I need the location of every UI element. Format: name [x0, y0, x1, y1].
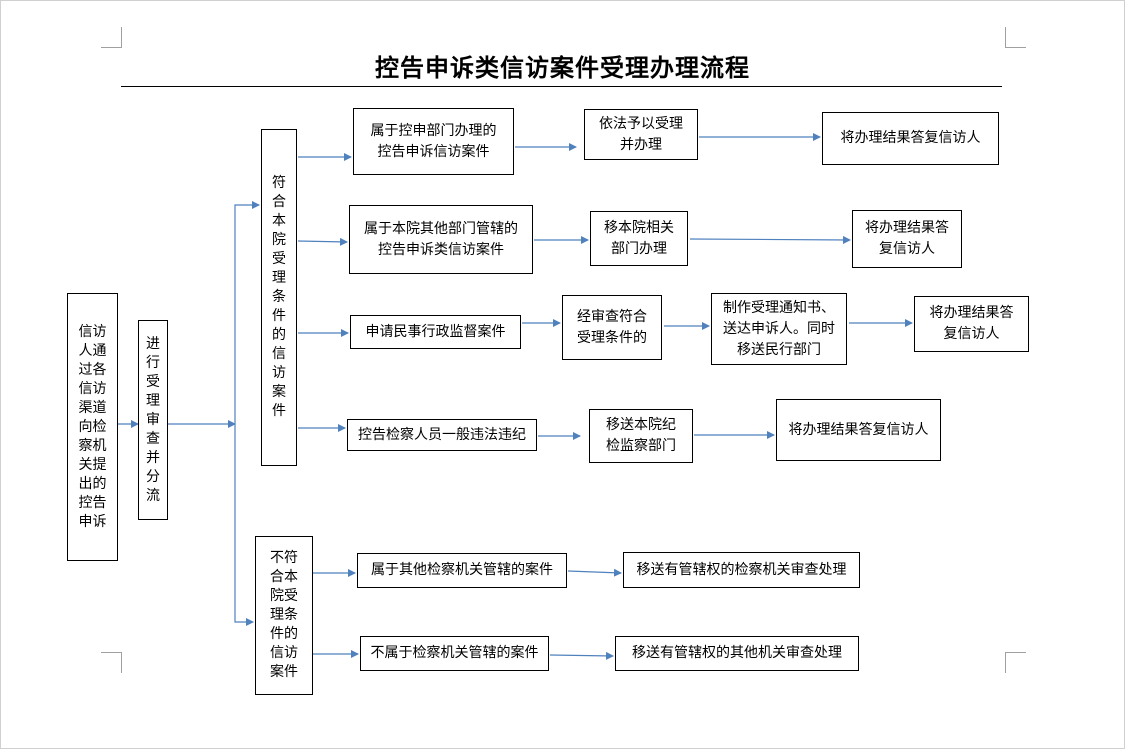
- petitioner-box: 信访 人通 过各 信访 渠道 向检 察机 关提 出的 控告 申诉: [67, 293, 118, 561]
- arrow-split-to-reject: [234, 424, 254, 626]
- crop-mark-bottom-right: [1005, 652, 1026, 673]
- r1-result-label: 将办理结果答复信访人: [840, 130, 981, 146]
- r1-case-box: 属于控申部门办理的 控告申诉信访案件: [353, 108, 514, 175]
- reject-label: 不符 合本 院受 理条 件的 信访 案件: [270, 550, 298, 680]
- r1-action-label: 依法予以受理 并办理: [599, 115, 683, 153]
- r6-action-box: 移送有管辖权的其他机关审查处理: [615, 636, 859, 671]
- r2-result-box: 将办理结果答 复信访人: [852, 210, 962, 268]
- r1-result-box: 将办理结果答复信访人: [822, 112, 999, 165]
- r3-result-label: 将办理结果答 复信访人: [929, 305, 1014, 342]
- r5-case-label: 属于其他检察机关管辖的案件: [371, 562, 553, 578]
- arrow-split-to-accept: [234, 201, 260, 424]
- r2-result-label: 将办理结果答 复信访人: [865, 220, 949, 257]
- r4-case-label: 控告检察人员一般违法违纪: [358, 426, 526, 443]
- r5-action-label: 移送有管辖权的检察机关审查处理: [636, 561, 847, 578]
- r2-case-box: 属于本院其他部门管辖的 控告申诉类信访案件: [349, 205, 533, 274]
- arrow-r2-3: [689, 235, 851, 244]
- r6-action-label: 移送有管辖权的其他机关审查处理: [632, 645, 842, 661]
- r5-case-box: 属于其他检察机关管辖的案件: [357, 553, 567, 588]
- r3-case-label: 申请民事行政监督案件: [365, 323, 506, 340]
- r4-case-box: 控告检察人员一般违法违纪: [347, 419, 537, 451]
- r6-case-label: 不属于检察机关管辖的案件: [370, 645, 539, 661]
- r3-result-box: 将办理结果答 复信访人: [914, 296, 1029, 352]
- title-underline: [121, 86, 1002, 87]
- crop-mark-top-right: [1005, 27, 1026, 48]
- r3-review-box: 经审查符合 受理条件的: [562, 295, 662, 360]
- r3-action-box: 制作受理通知书、 送达申诉人。同时 移送民行部门: [711, 293, 847, 365]
- accept-label: 符 合 本 院 受 理 条 件 的 信 访 案 件: [272, 175, 286, 419]
- r3-case-box: 申请民事行政监督案件: [350, 315, 521, 349]
- review-box: 进 行 受 理 审 查 并 分 流: [138, 320, 168, 520]
- r2-action-label: 移本院相关 部门办理: [604, 219, 674, 257]
- r4-action-label: 移送本院纪 检监察部门: [606, 417, 676, 454]
- review-label: 进 行 受 理 审 查 并 分 流: [146, 335, 160, 504]
- r1-case-label: 属于控申部门办理的 控告申诉信访案件: [370, 122, 497, 160]
- accept-box: 符 合 本 院 受 理 条 件 的 信 访 案 件: [261, 129, 297, 466]
- r2-action-box: 移本院相关 部门办理: [590, 211, 688, 266]
- crop-mark-bottom-left: [101, 652, 122, 673]
- r4-result-box: 将办理结果答复信访人: [776, 399, 941, 461]
- r4-action-box: 移送本院纪 检监察部门: [589, 409, 693, 463]
- r3-review-label: 经审查符合 受理条件的: [577, 308, 647, 346]
- crop-mark-top-left: [101, 27, 122, 48]
- r2-case-label: 属于本院其他部门管辖的 控告申诉类信访案件: [364, 220, 518, 258]
- r4-result-label: 将办理结果答复信访人: [788, 421, 929, 438]
- r1-action-box: 依法予以受理 并办理: [584, 109, 698, 160]
- r5-action-box: 移送有管辖权的检察机关审查处理: [623, 552, 860, 588]
- reject-box: 不符 合本 院受 理条 件的 信访 案件: [255, 536, 313, 695]
- arrow-r5-2: [567, 568, 622, 577]
- r3-action-label: 制作受理通知书、 送达申诉人。同时 移送民行部门: [723, 299, 835, 358]
- arrow-r6-2: [549, 651, 614, 660]
- petitioner-label: 信访 人通 过各 信访 渠道 向检 察机 关提 出的 控告 申诉: [78, 323, 107, 530]
- page-title: 控告申诉类信访案件受理办理流程: [375, 53, 750, 82]
- r6-case-box: 不属于检察机关管辖的案件: [360, 636, 549, 671]
- arrow-r2-1: [297, 237, 348, 246]
